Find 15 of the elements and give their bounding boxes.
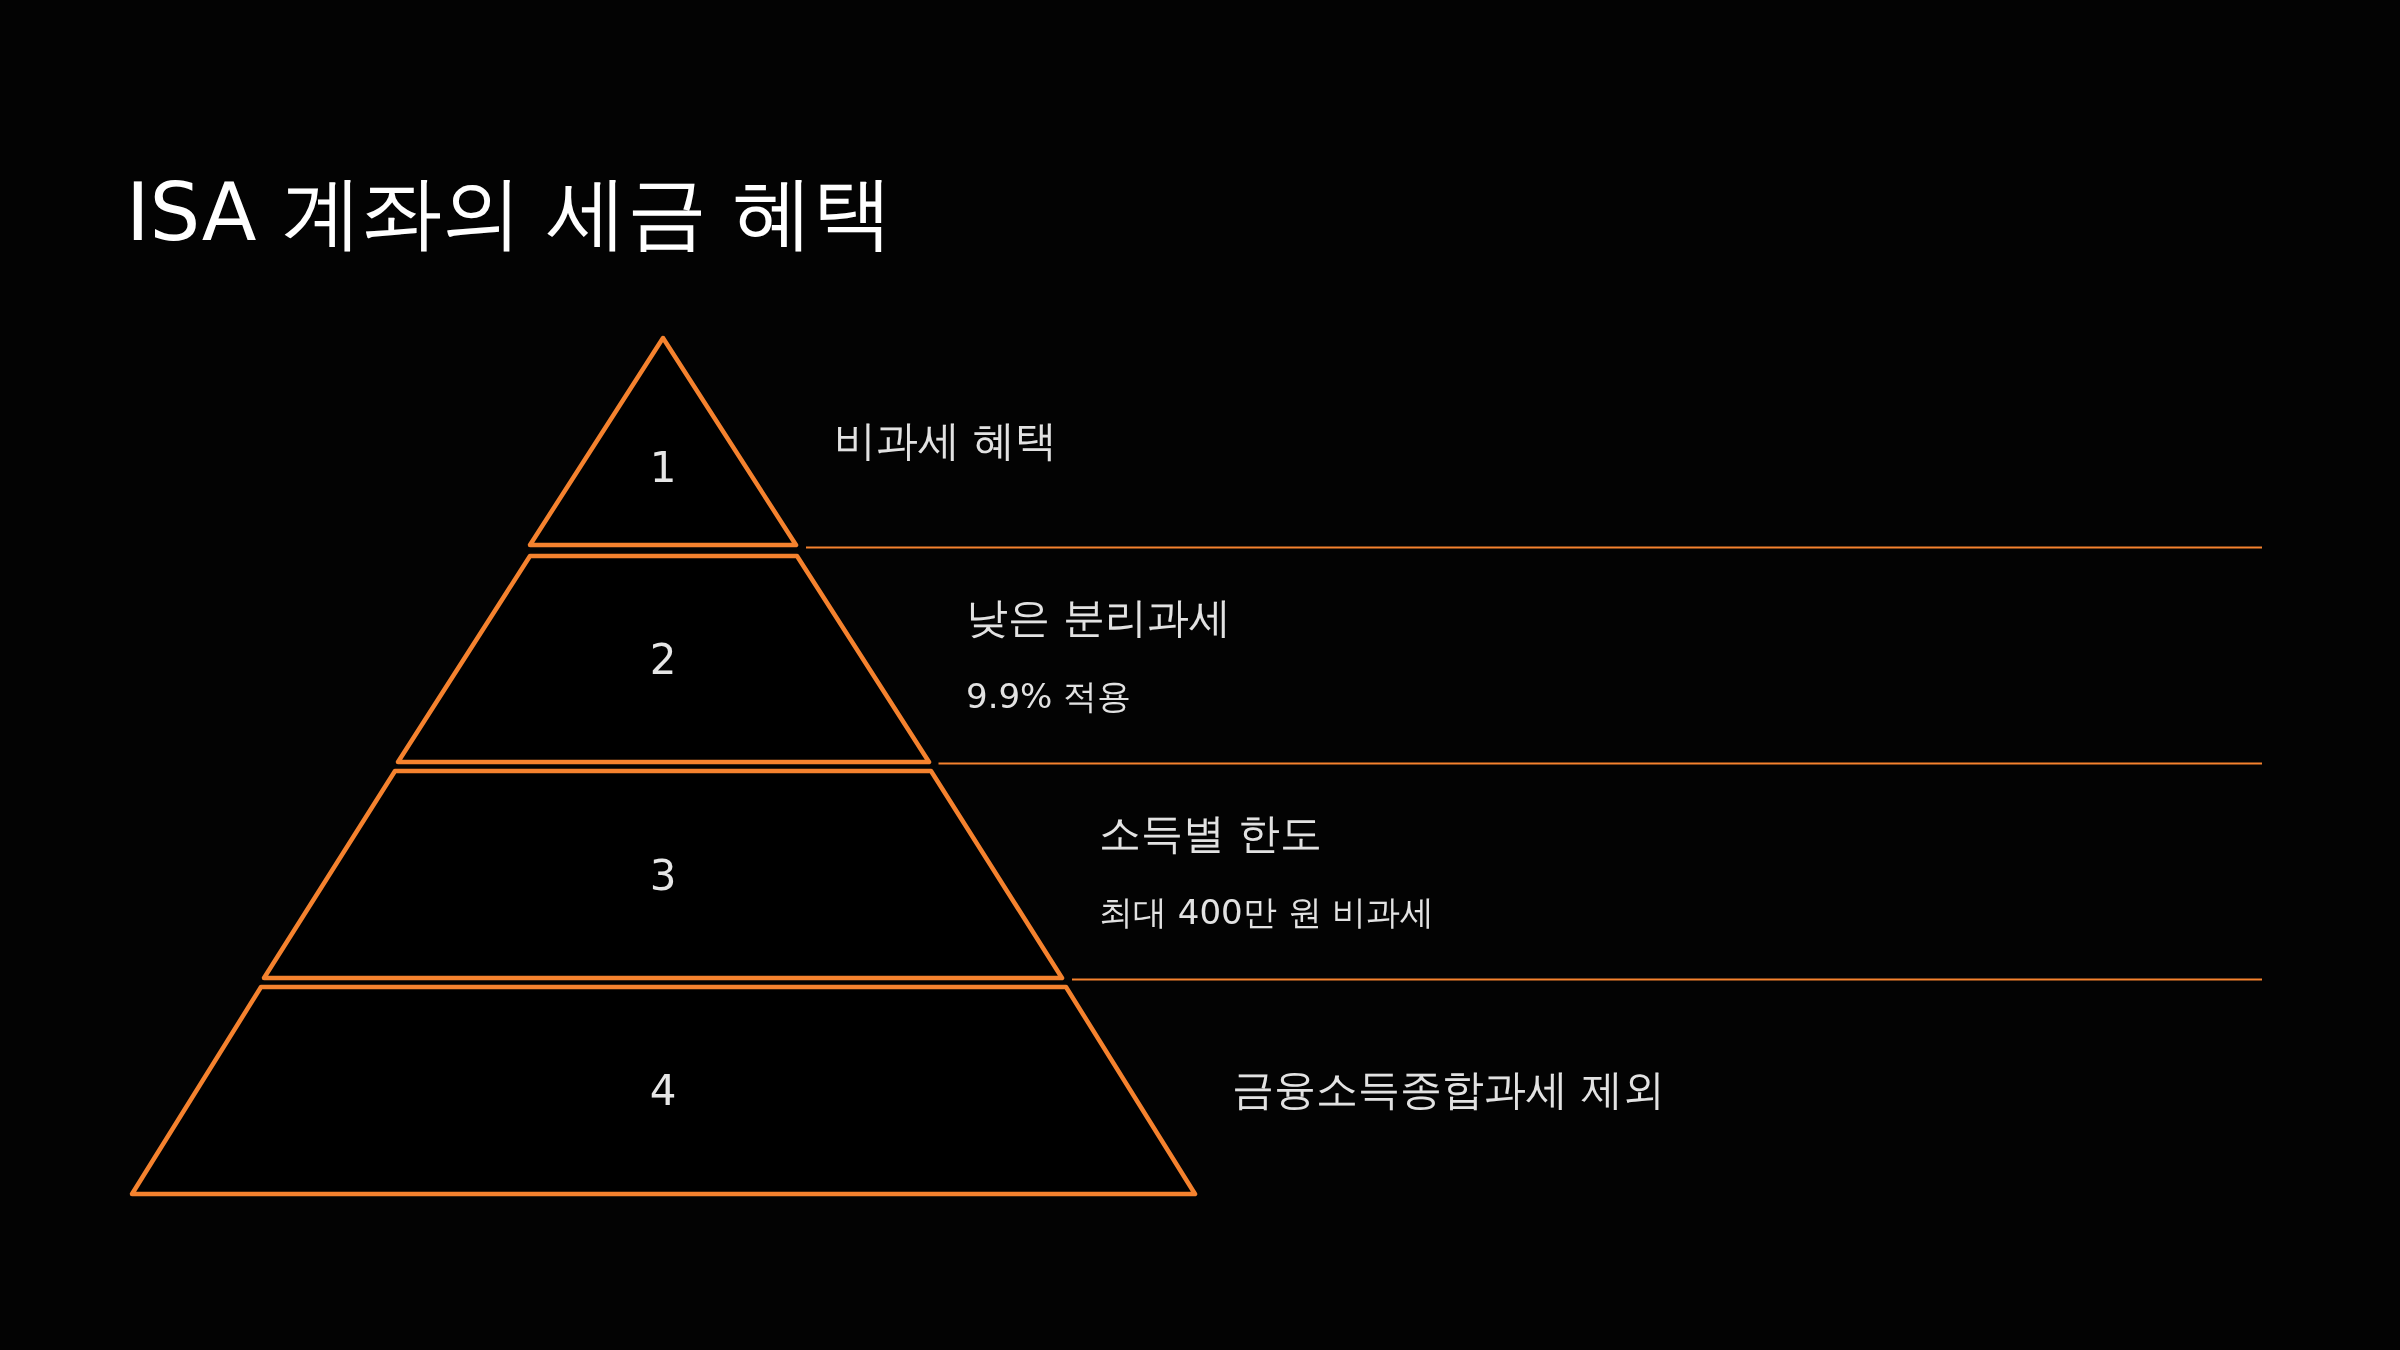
pyramid-top-triangle <box>527 335 799 548</box>
pyramid-tier <box>128 984 1198 1197</box>
slide-title: ISA 계좌의 세금 혜택 <box>126 167 893 259</box>
tier-number: 2 <box>649 636 677 684</box>
tier-detail: 최대 400만 원 비과세 <box>1099 891 1435 933</box>
tier-number: 3 <box>649 852 677 900</box>
tier-number: 4 <box>649 1067 677 1115</box>
pyramid-tier <box>261 768 1065 981</box>
tier-heading: 낮은 분리과세 <box>966 592 1232 644</box>
tier-number: 1 <box>649 444 677 492</box>
tier-heading: 비과세 혜택 <box>834 415 1058 467</box>
tier-detail: 9.9% 적용 <box>966 675 1132 717</box>
pyramid-tier <box>394 553 932 765</box>
tier-heading: 소득별 한도 <box>1099 808 1323 860</box>
tier-heading: 금융소득종합과세 제외 <box>1232 1064 1666 1116</box>
